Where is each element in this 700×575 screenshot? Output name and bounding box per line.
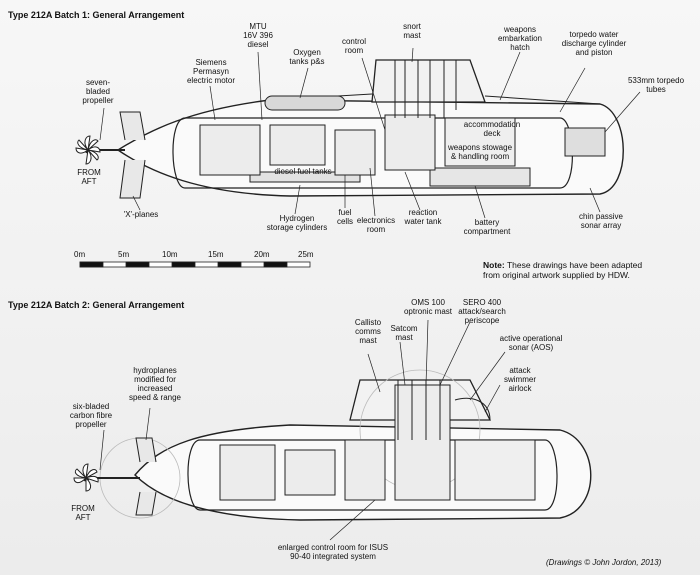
b1-label-x-planes: 'X'-planes bbox=[123, 210, 159, 219]
b2-propeller-icon bbox=[73, 463, 99, 492]
b1-machinery bbox=[199, 114, 436, 176]
b2-label-sero: SERO 400 attack/search periscope bbox=[458, 298, 506, 325]
b2-sail-bump bbox=[454, 397, 491, 421]
b2-label-hydroplanes: hydroplanes modified for increased speed… bbox=[128, 366, 182, 402]
b2-hydroplane-upper bbox=[135, 437, 157, 463]
batch1-title: Type 212A Batch 1: General Arrangement bbox=[8, 10, 185, 20]
batch2-title: Type 212A Batch 2: General Arrangement bbox=[8, 300, 185, 310]
b1-label-torpedo-water: torpedo water discharge cylinder and pis… bbox=[561, 30, 627, 57]
b1-label-fuel-cells: fuel cells bbox=[336, 208, 353, 226]
b1-label-control: control room bbox=[341, 37, 366, 55]
b2-pressure-hull bbox=[187, 439, 558, 511]
b2-label-from-aft: FROM AFT bbox=[71, 504, 95, 522]
scale-0m: 0m bbox=[74, 250, 86, 259]
b1-label-hydrogen: Hydrogen storage cylinders bbox=[266, 214, 328, 232]
b1-label-oxygen: Oxygen tanks p&s bbox=[289, 48, 325, 66]
b2-machinery bbox=[219, 384, 451, 501]
b2-label-propeller: six-bladed carbon fibre propeller bbox=[69, 402, 113, 429]
b1-x-plane-lower bbox=[119, 159, 146, 199]
b1-label-from-aft: FROM AFT bbox=[77, 168, 101, 186]
b1-oxygen-tank bbox=[264, 95, 346, 111]
b2-leader-lines bbox=[99, 319, 506, 541]
note: Note: These drawings have been adapted f… bbox=[483, 250, 693, 280]
b1-propeller-icon bbox=[75, 135, 101, 165]
scale-bar bbox=[79, 261, 311, 268]
b2-forward-compartment bbox=[454, 439, 536, 501]
b1-leader-lines bbox=[99, 47, 641, 219]
b1-label-propeller: seven- bladed propeller bbox=[82, 78, 114, 105]
note-text: These drawings have been adapted from or… bbox=[483, 260, 643, 280]
b1-label-battery: battery compartment bbox=[463, 218, 511, 236]
scale-10m: 10m bbox=[162, 250, 178, 259]
b2-label-callisto: Callisto comms mast bbox=[354, 318, 382, 345]
b1-torpedo-tubes bbox=[564, 127, 606, 157]
b1-battery bbox=[429, 167, 531, 187]
b1-label-diesel: MTU 16V 396 diesel bbox=[243, 22, 273, 49]
b1-label-snort: snort mast bbox=[403, 22, 421, 40]
b1-x-plane-upper bbox=[119, 111, 146, 141]
b2-label-aos: active operational sonar (AOS) bbox=[499, 334, 563, 352]
b1-label-chin: chin passive sonar array bbox=[578, 212, 624, 230]
b1-diesel-fuel-tank bbox=[249, 171, 361, 183]
b2-label-control-room: enlarged control room for ISUS 90-40 int… bbox=[277, 543, 389, 561]
b1-label-motor: Siemens Permasyn electric motor bbox=[186, 58, 235, 85]
b1-masts bbox=[394, 60, 457, 118]
credit: (Drawings © John Jordon, 2013) bbox=[546, 558, 662, 567]
b2-label-airlock: attack swimmer airlock bbox=[504, 366, 536, 393]
b1-weapons-room bbox=[444, 117, 516, 167]
b2-label-satcom: Satcom mast bbox=[390, 324, 418, 342]
b1-label-accommodation: accommodation deck bbox=[463, 120, 521, 138]
scale-20m: 20m bbox=[254, 250, 270, 259]
b2-masts bbox=[397, 380, 441, 440]
b1-label-diesel-fuel: diesel fuel tanks bbox=[274, 167, 332, 176]
b2-label-oms: OMS 100 optronic mast bbox=[403, 298, 453, 316]
note-label: Note: bbox=[483, 260, 505, 270]
scale-25m: 25m bbox=[298, 250, 314, 259]
scale-15m: 15m bbox=[208, 250, 224, 259]
b1-label-weapons-stowage: weapons stowage & handling room bbox=[447, 143, 513, 161]
b1-label-weapons-hatch: weapons embarkation hatch bbox=[497, 25, 543, 52]
b1-sail bbox=[371, 59, 486, 103]
b1-label-reaction: reaction water tank bbox=[404, 208, 442, 226]
b1-label-electronics: electronics room bbox=[356, 216, 396, 234]
b1-label-tubes: 533mm torpedo tubes bbox=[627, 76, 685, 94]
scale-5m: 5m bbox=[118, 250, 130, 259]
b2-hydroplane-lower bbox=[135, 491, 157, 516]
